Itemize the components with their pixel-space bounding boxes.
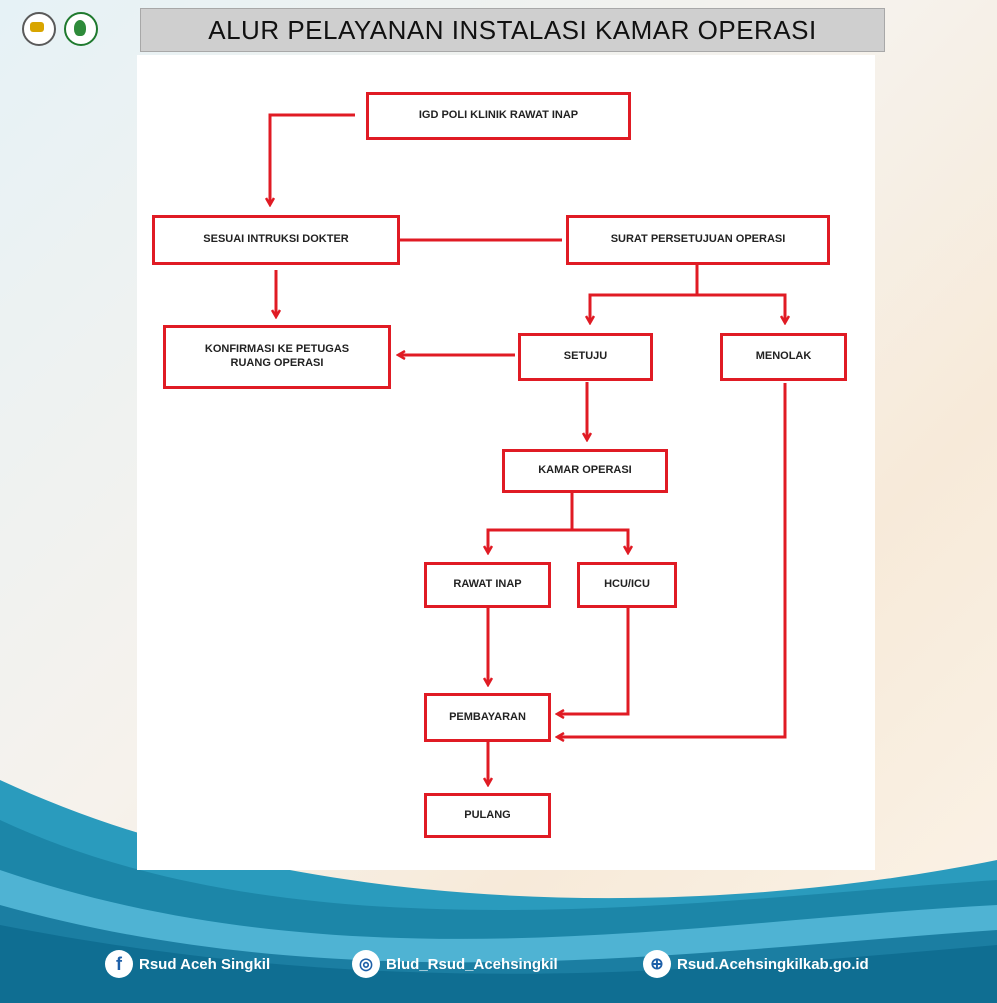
node-instruksi: SESUAI INTRUKSI DOKTER — [152, 215, 400, 265]
arrow-kamar-to-rawat — [488, 492, 574, 553]
node-konfirmasi: KONFIRMASI KE PETUGAS RUANG OPERASI — [163, 325, 391, 389]
node-igd: IGD POLI KLINIK RAWAT INAP — [366, 92, 631, 140]
page-title: ALUR PELAYANAN INSTALASI KAMAR OPERASI — [140, 8, 885, 52]
node-pulang: PULANG — [424, 793, 551, 838]
globe-icon: ⊕ — [643, 950, 671, 978]
node-hcu-icu-label: HCU/ICU — [604, 578, 650, 591]
arrow-hcu-to-pembayaran — [557, 608, 630, 714]
node-igd-label: IGD POLI KLINIK RAWAT INAP — [418, 109, 579, 122]
facebook-icon: f — [105, 950, 133, 978]
node-setuju: SETUJU — [518, 333, 653, 381]
instagram-link[interactable]: ◎ Blud_Rsud_Acehsingkil — [352, 950, 558, 978]
page-title-text: ALUR PELAYANAN INSTALASI KAMAR OPERASI — [208, 14, 817, 45]
node-instruksi-label: SESUAI INTRUKSI DOKTER — [203, 233, 349, 246]
instagram-icon: ◎ — [352, 950, 380, 978]
website-label: Rsud.Acehsingkilkab.go.id — [677, 955, 869, 973]
arrow-menolak-to-pembayaran — [557, 383, 787, 737]
node-surat-label: SURAT PERSETUJUAN OPERASI — [610, 233, 786, 246]
node-pembayaran-label: PEMBAYARAN — [449, 710, 526, 723]
instagram-label: Blud_Rsud_Acehsingkil — [386, 955, 558, 973]
node-hcu-icu: HCU/ICU — [577, 562, 677, 608]
arrow-surat-to-menolak — [697, 293, 785, 323]
node-kamar-operasi-label: KAMAR OPERASI — [538, 464, 632, 477]
node-rawat-inap: RAWAT INAP — [424, 562, 551, 608]
node-setuju-label: SETUJU — [563, 350, 608, 363]
node-konfirmasi-label-line2: RUANG OPERASI — [230, 357, 324, 369]
logo-group — [22, 12, 98, 46]
footer-social: f Rsud Aceh Singkil ◎ Blud_Rsud_Acehsing… — [0, 950, 997, 986]
website-link[interactable]: ⊕ Rsud.Acehsingkilkab.go.id — [643, 950, 869, 978]
facebook-link[interactable]: f Rsud Aceh Singkil — [105, 950, 270, 978]
health-ministry-logo — [64, 12, 98, 46]
regency-logo — [22, 12, 56, 46]
facebook-label: Rsud Aceh Singkil — [139, 955, 271, 973]
node-pembayaran: PEMBAYARAN — [424, 693, 551, 742]
node-kamar-operasi: KAMAR OPERASI — [502, 449, 668, 493]
arrow-kamar-to-hcu — [572, 528, 628, 553]
node-konfirmasi-label-line1: KONFIRMASI KE PETUGAS — [204, 343, 350, 356]
node-menolak-label: MENOLAK — [755, 350, 812, 363]
arrow-surat-to-setuju — [590, 265, 699, 323]
node-rawat-inap-label: RAWAT INAP — [453, 578, 522, 591]
node-surat: SURAT PERSETUJUAN OPERASI — [566, 215, 830, 265]
arrow-igd-to-instruksi — [270, 113, 355, 205]
node-menolak: MENOLAK — [720, 333, 847, 381]
node-pulang-label: PULANG — [464, 808, 511, 821]
